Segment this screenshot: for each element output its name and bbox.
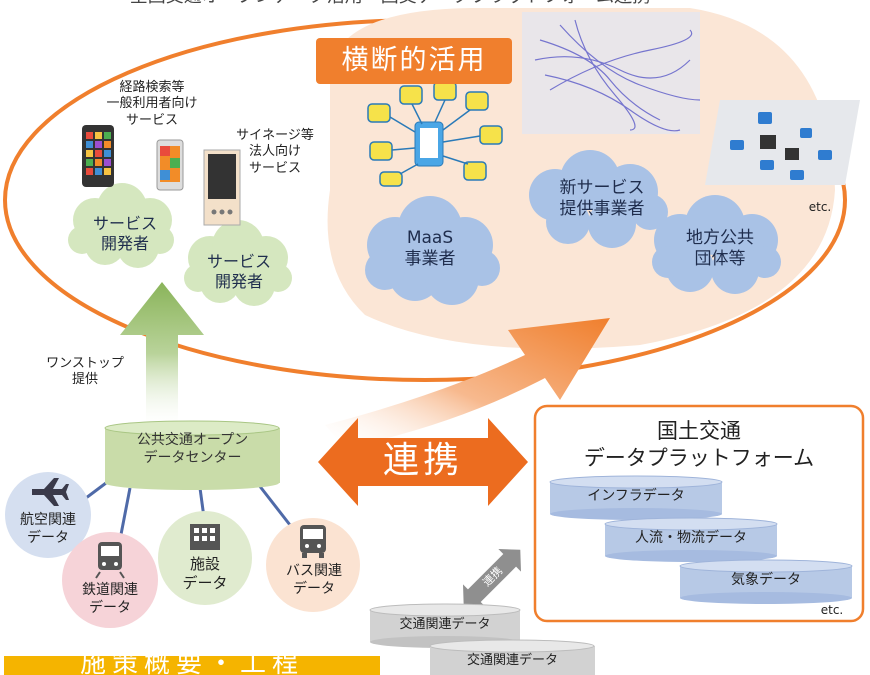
developer-label-1: サービス 開発者 bbox=[92, 214, 157, 253]
one-stop-arrow bbox=[120, 282, 204, 425]
people-logistics-data-label: 人流・物流データ bbox=[635, 530, 747, 546]
new-service-label: 新サービス 提供事業者 bbox=[559, 178, 645, 220]
cross-use-label: 横断的活用 bbox=[341, 45, 487, 76]
bus-icon bbox=[300, 525, 326, 558]
open-data-center-label: 公共交通オープン データセンター bbox=[136, 432, 249, 466]
signage-caption: サイネージ等 法人向け サービス bbox=[236, 128, 314, 176]
flow-map-image bbox=[522, 12, 701, 134]
smartphone-small bbox=[156, 139, 184, 191]
people-logistics-drum bbox=[604, 517, 778, 562]
one-stop-label: ワンストップ 提供 bbox=[46, 356, 124, 388]
weather-drum bbox=[679, 559, 853, 604]
city-mobility-image bbox=[705, 100, 860, 185]
mlit-platform-title: 国土交通 データプラットフォーム bbox=[583, 419, 815, 471]
maas-cloud bbox=[365, 196, 500, 305]
developer-label-2: サービス 開発者 bbox=[206, 252, 271, 291]
developer-cloud-1 bbox=[68, 183, 174, 268]
facility-circle bbox=[158, 511, 252, 605]
oval-etc-label: etc. bbox=[808, 200, 832, 214]
mlit-etc-label: etc. bbox=[820, 603, 844, 617]
new-service-cloud bbox=[529, 150, 668, 248]
airplane-icon bbox=[32, 478, 69, 506]
smartphone-large bbox=[82, 125, 114, 187]
infra-data-label: インフラデータ bbox=[587, 488, 685, 504]
aviation-label: 航空関連 データ bbox=[20, 512, 76, 546]
bus-label: バス関連 データ bbox=[286, 563, 342, 597]
transport-data-label-1: 交通関連データ bbox=[399, 617, 491, 632]
footer-banner bbox=[4, 656, 380, 675]
building-icon bbox=[190, 524, 220, 550]
local-gov-label: 地方公共 団体等 bbox=[686, 228, 754, 270]
transport-data-label-2: 交通関連データ bbox=[466, 653, 558, 668]
local-gov-cloud bbox=[652, 195, 781, 294]
facility-label: 施設 データ bbox=[182, 555, 228, 592]
maas-illustration bbox=[367, 81, 503, 187]
cross-use-arrow-shape bbox=[325, 318, 610, 448]
transport-drum-2 bbox=[429, 639, 595, 675]
weather-data-label: 気象データ bbox=[731, 572, 801, 588]
footer-banner-text: 施策概要・工程 bbox=[79, 649, 304, 675]
aviation-circle bbox=[5, 472, 91, 558]
open-data-center-drum bbox=[104, 420, 280, 490]
cross-use-label-box bbox=[316, 38, 512, 84]
maas-label: MaaS 事業者 bbox=[404, 228, 456, 270]
railway-label: 鉄道関連 データ bbox=[82, 582, 138, 616]
renkei-big-label: 連携 bbox=[382, 440, 463, 481]
signage-kiosk bbox=[203, 149, 241, 226]
bus-circle bbox=[266, 518, 360, 612]
small-renkei-arrow bbox=[463, 549, 521, 607]
railway-circle bbox=[62, 532, 158, 628]
renkei-double-arrow bbox=[318, 418, 528, 506]
route-search-caption: 経路検索等 一般利用者向け サービス bbox=[106, 80, 198, 128]
header-partial: 全国交通オープンデータ活用・国交データプラットフォーム連携 bbox=[20, 0, 760, 9]
train-icon bbox=[95, 542, 125, 579]
developer-cloud-2 bbox=[184, 220, 292, 306]
infra-drum bbox=[549, 475, 723, 520]
